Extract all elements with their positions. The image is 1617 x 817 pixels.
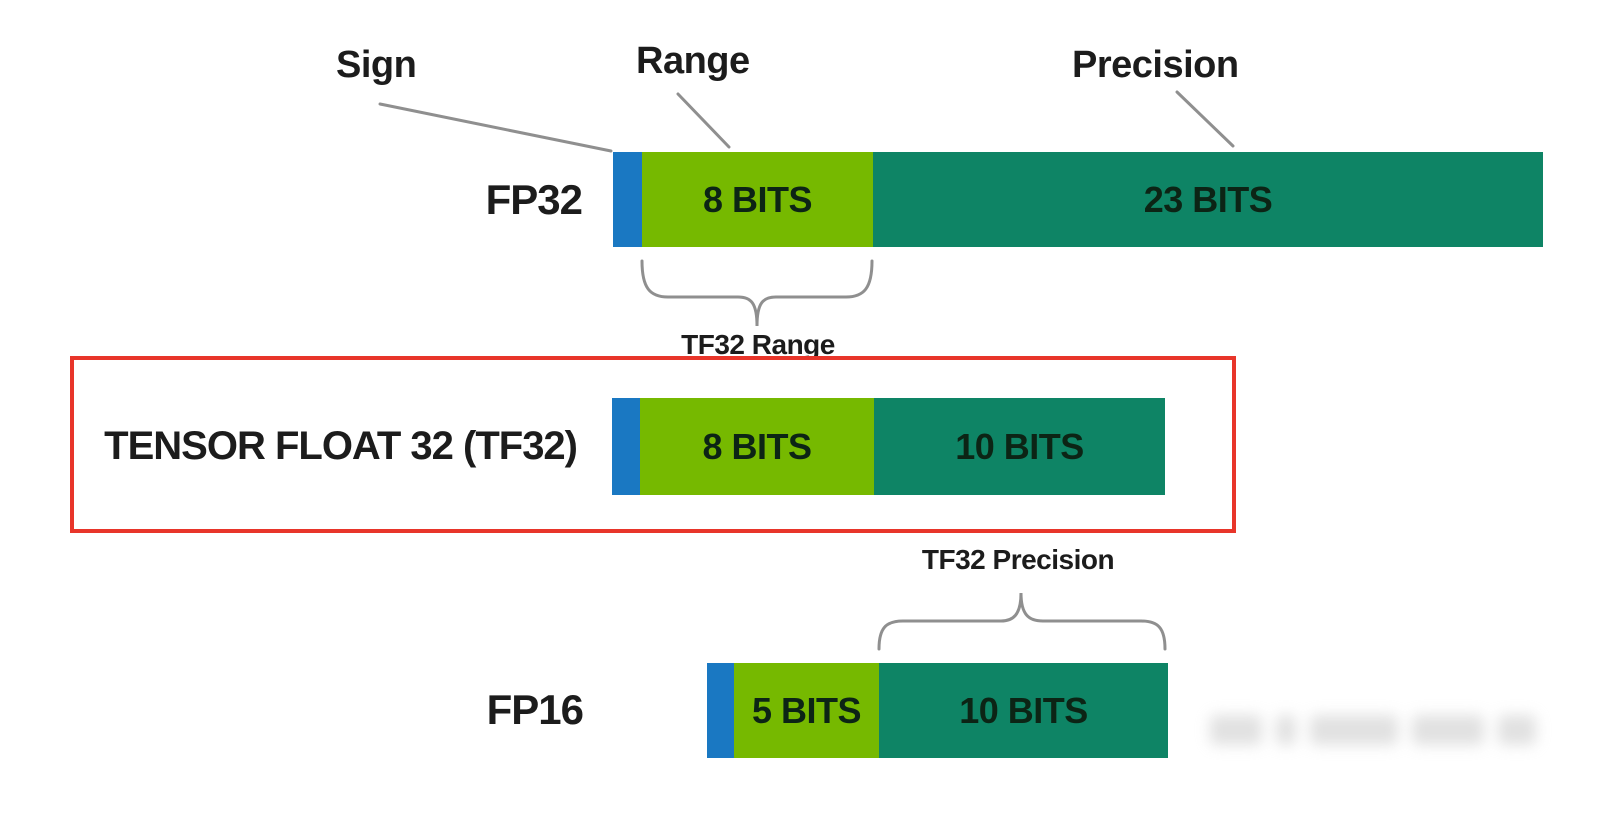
watermark-blob [1498, 715, 1536, 745]
watermark-blob [1210, 715, 1262, 745]
fp32-range-segment: 8 BITS [642, 152, 873, 247]
tf32-precision-brace [877, 592, 1167, 651]
fp16-row-label: FP16 [486, 686, 584, 733]
watermark-blob [1310, 715, 1398, 745]
watermark-blob [1276, 715, 1296, 745]
fp32-precision-segment: 23 BITS [873, 152, 1543, 247]
tf32-row-label: TENSOR FLOAT 32 (TF32) [104, 424, 578, 468]
fp16-sign-bit-segment [707, 663, 734, 758]
tf32-bit-bar: 8 BITS 10 BITS [612, 398, 1165, 495]
sign-leader-line [378, 102, 613, 153]
fp32-sign-bit-segment [613, 152, 642, 247]
fp32-range-bits-label: 8 BITS [702, 178, 813, 220]
fp32-bit-bar: 8 BITS 23 BITS [613, 152, 1543, 247]
sign-label: Sign [336, 44, 417, 86]
precision-label: Precision [1072, 44, 1239, 86]
range-label: Range [636, 40, 750, 82]
fp16-range-bits-label: 5 BITS [751, 689, 862, 731]
tf32-range-brace [640, 259, 874, 327]
fp32-precision-bits-label: 23 BITS [1143, 178, 1273, 220]
tf32-precision-annotation: TF32 Precision [921, 544, 1115, 575]
fp16-precision-bits-label: 10 BITS [959, 689, 1088, 731]
fp16-precision-segment: 10 BITS [879, 663, 1168, 758]
fp32-row-label: FP32 [485, 176, 583, 223]
fp16-range-segment: 5 BITS [734, 663, 879, 758]
tf32-sign-bit-segment [612, 398, 640, 495]
tf32-precision-bits-label: 10 BITS [955, 425, 1084, 467]
tf32-precision-segment: 10 BITS [874, 398, 1165, 495]
blurred-watermark [1210, 702, 1580, 758]
tf32-range-annotation: TF32 Range [681, 329, 835, 360]
tf32-range-segment: 8 BITS [640, 398, 874, 495]
watermark-blob [1412, 715, 1484, 745]
range-leader-line [676, 92, 731, 149]
tf32-highlight-box [70, 356, 1236, 533]
precision-leader-line [1175, 90, 1235, 148]
tf32-range-bits-label: 8 BITS [702, 425, 812, 467]
fp16-bit-bar: 5 BITS 10 BITS [707, 663, 1168, 758]
